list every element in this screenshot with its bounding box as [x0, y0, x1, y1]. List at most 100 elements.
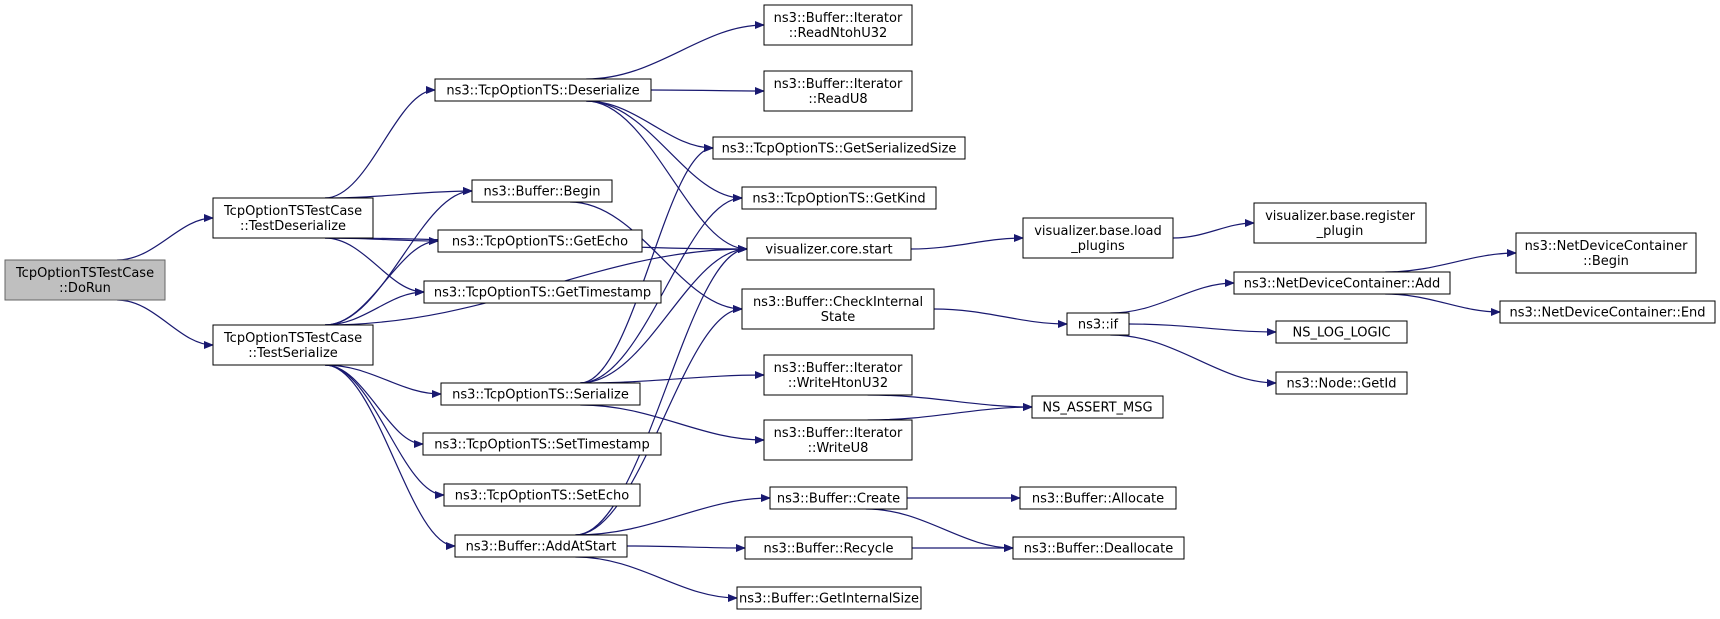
- node-box-getkind: [741, 186, 937, 210]
- node-bufbegin[interactable]: ns3::Buffer::Begin: [471, 179, 613, 203]
- node-readntohu32[interactable]: ns3::Buffer::Iterator::ReadNtohU32: [763, 4, 913, 46]
- node-label-loadplugins-1: _plugins: [1070, 239, 1125, 254]
- node-box-bufrecycle: [744, 536, 913, 560]
- node-label-serialize-0: ns3::TcpOptionTS::Serialize: [452, 388, 629, 403]
- node-label-assertmsg-0: NS_ASSERT_MSG: [1042, 401, 1152, 416]
- node-label-allocate-0: ns3::Buffer::Allocate: [1032, 492, 1164, 507]
- node-label-nslogic-0: NS_LOG_LOGIC: [1292, 326, 1390, 341]
- node-label-getkind-0: ns3::TcpOptionTS::GetKind: [752, 192, 925, 207]
- node-box-bufbegin: [471, 179, 613, 203]
- node-dorun[interactable]: TcpOptionTSTestCase::DoRun: [4, 259, 166, 301]
- edge-deserialize-to-getsersize: [586, 100, 714, 152]
- edge-nsif-to-ndcadd: [1110, 279, 1235, 314]
- node-label-checkinternal-1: State: [821, 310, 855, 325]
- node-label-writehtonu32-1: ::WriteHtonU32: [788, 376, 888, 391]
- node-testser[interactable]: TcpOptionTSTestCase::TestSerialize: [212, 324, 374, 366]
- edge-testser-to-settimestamp: [324, 364, 424, 448]
- node-gettimestamp[interactable]: ns3::TcpOptionTS::GetTimestamp: [423, 280, 662, 304]
- edge-bufcreate-to-deallocate: [865, 508, 1014, 552]
- edge-testser-to-gettimestamp: [324, 288, 425, 326]
- node-getsersize[interactable]: ns3::TcpOptionTS::GetSerializedSize: [712, 136, 966, 160]
- node-label-writeu8-0: ns3::Buffer::Iterator: [774, 426, 903, 441]
- node-label-ndcadd-0: ns3::NetDeviceContainer::Add: [1244, 277, 1441, 292]
- edge-addatstart-to-getinternalsize: [575, 556, 738, 602]
- node-label-readu8-1: ::ReadU8: [808, 92, 867, 107]
- node-box-writehtonu32: [763, 354, 913, 396]
- node-box-ndcadd: [1233, 271, 1451, 295]
- node-deserialize[interactable]: ns3::TcpOptionTS::Deserialize: [434, 78, 652, 102]
- node-getinternalsize[interactable]: ns3::Buffer::GetInternalSize: [736, 586, 922, 610]
- node-nslogic[interactable]: NS_LOG_LOGIC: [1275, 320, 1408, 344]
- edge-serialize-to-writeu8: [580, 404, 765, 444]
- node-allocate[interactable]: ns3::Buffer::Allocate: [1019, 486, 1177, 510]
- node-getkind[interactable]: ns3::TcpOptionTS::GetKind: [741, 186, 937, 210]
- node-label-getsersize-0: ns3::TcpOptionTS::GetSerializedSize: [722, 142, 957, 157]
- node-box-writeu8: [763, 419, 913, 461]
- node-settimestamp[interactable]: ns3::TcpOptionTS::SetTimestamp: [422, 432, 662, 456]
- node-label-getecho-0: ns3::TcpOptionTS::GetEcho: [452, 235, 628, 250]
- edges-layer: [116, 21, 1517, 602]
- node-label-addatstart-0: ns3::Buffer::AddAtStart: [466, 540, 617, 555]
- edge-testser-to-serialize: [324, 364, 442, 398]
- edge-writeu8-to-assertmsg: [867, 403, 1033, 421]
- node-writeu8[interactable]: ns3::Buffer::Iterator::WriteU8: [763, 419, 913, 461]
- node-ndcadd[interactable]: ns3::NetDeviceContainer::Add: [1233, 271, 1451, 295]
- node-box-getsersize: [712, 136, 966, 160]
- node-getecho[interactable]: ns3::TcpOptionTS::GetEcho: [437, 229, 643, 253]
- node-label-registerplugin-1: _plugin: [1316, 224, 1364, 239]
- node-label-readntohu32-1: ::ReadNtohU32: [789, 26, 888, 41]
- edge-deserialize-to-readu8: [650, 86, 765, 95]
- node-label-gettimestamp-0: ns3::TcpOptionTS::GetTimestamp: [434, 286, 651, 301]
- edge-loadplugins-to-registerplugin: [1172, 219, 1255, 239]
- node-testdeser[interactable]: TcpOptionTSTestCase::TestDeserialize: [212, 197, 374, 239]
- node-label-bufbegin-0: ns3::Buffer::Begin: [483, 185, 600, 200]
- node-label-ndcbegin-1: ::Begin: [1583, 254, 1629, 269]
- node-label-settimestamp-0: ns3::TcpOptionTS::SetTimestamp: [434, 438, 649, 453]
- node-box-getinternalsize: [736, 586, 922, 610]
- node-vizstart[interactable]: visualizer.core.start: [746, 237, 912, 261]
- node-setecho[interactable]: ns3::TcpOptionTS::SetEcho: [443, 483, 641, 507]
- node-loadplugins[interactable]: visualizer.base.load_plugins: [1022, 217, 1174, 259]
- node-assertmsg[interactable]: NS_ASSERT_MSG: [1031, 395, 1164, 419]
- node-label-deserialize-0: ns3::TcpOptionTS::Deserialize: [446, 84, 639, 99]
- node-label-dorun-0: TcpOptionTSTestCase: [15, 266, 154, 281]
- node-box-assertmsg: [1031, 395, 1164, 419]
- edge-testser-to-setecho: [324, 364, 445, 499]
- edge-testser-to-getecho: [324, 237, 439, 326]
- node-label-testser-1: ::TestSerialize: [248, 346, 338, 361]
- edge-dorun-to-testser: [116, 299, 214, 349]
- node-deallocate[interactable]: ns3::Buffer::Deallocate: [1012, 536, 1185, 560]
- node-writehtonu32[interactable]: ns3::Buffer::Iterator::WriteHtonU32: [763, 354, 913, 396]
- node-box-readu8: [763, 70, 913, 112]
- node-addatstart[interactable]: ns3::Buffer::AddAtStart: [454, 534, 628, 558]
- edge-testdeser-to-gettimestamp: [324, 237, 425, 296]
- node-box-ndcend: [1499, 300, 1716, 324]
- node-ndcbegin[interactable]: ns3::NetDeviceContainer::Begin: [1515, 232, 1697, 274]
- edge-deserialize-to-getkind: [586, 100, 743, 202]
- node-nodegetid[interactable]: ns3::Node::GetId: [1275, 371, 1408, 395]
- edge-addatstart-to-checkinternal: [575, 305, 743, 536]
- edge-checkinternal-to-nsif: [933, 308, 1068, 328]
- node-nsif[interactable]: ns3::if: [1066, 312, 1130, 336]
- edge-writehtonu32-to-assertmsg: [867, 394, 1033, 411]
- node-readu8[interactable]: ns3::Buffer::Iterator::ReadU8: [763, 70, 913, 112]
- node-box-ndcbegin: [1515, 232, 1697, 274]
- node-label-checkinternal-0: ns3::Buffer::CheckInternal: [753, 295, 923, 310]
- edge-ndcadd-to-ndcbegin: [1385, 249, 1517, 273]
- node-box-addatstart: [454, 534, 628, 558]
- edge-deserialize-to-vizstart: [586, 100, 748, 253]
- edge-dorun-to-testdeser: [116, 214, 214, 261]
- node-box-dorun: [4, 259, 166, 301]
- node-box-readntohu32: [763, 4, 913, 46]
- node-label-readntohu32-0: ns3::Buffer::Iterator: [774, 11, 903, 26]
- node-label-vizstart-0: visualizer.core.start: [765, 243, 892, 258]
- node-bufrecycle[interactable]: ns3::Buffer::Recycle: [744, 536, 913, 560]
- node-bufcreate[interactable]: ns3::Buffer::Create: [769, 486, 908, 510]
- node-registerplugin[interactable]: visualizer.base.register_plugin: [1253, 202, 1427, 244]
- node-label-ndcend-0: ns3::NetDeviceContainer::End: [1509, 306, 1705, 321]
- node-box-nodegetid: [1275, 371, 1408, 395]
- node-ndcend[interactable]: ns3::NetDeviceContainer::End: [1499, 300, 1716, 324]
- node-serialize[interactable]: ns3::TcpOptionTS::Serialize: [440, 382, 641, 406]
- edge-testdeser-to-deserialize: [324, 86, 436, 199]
